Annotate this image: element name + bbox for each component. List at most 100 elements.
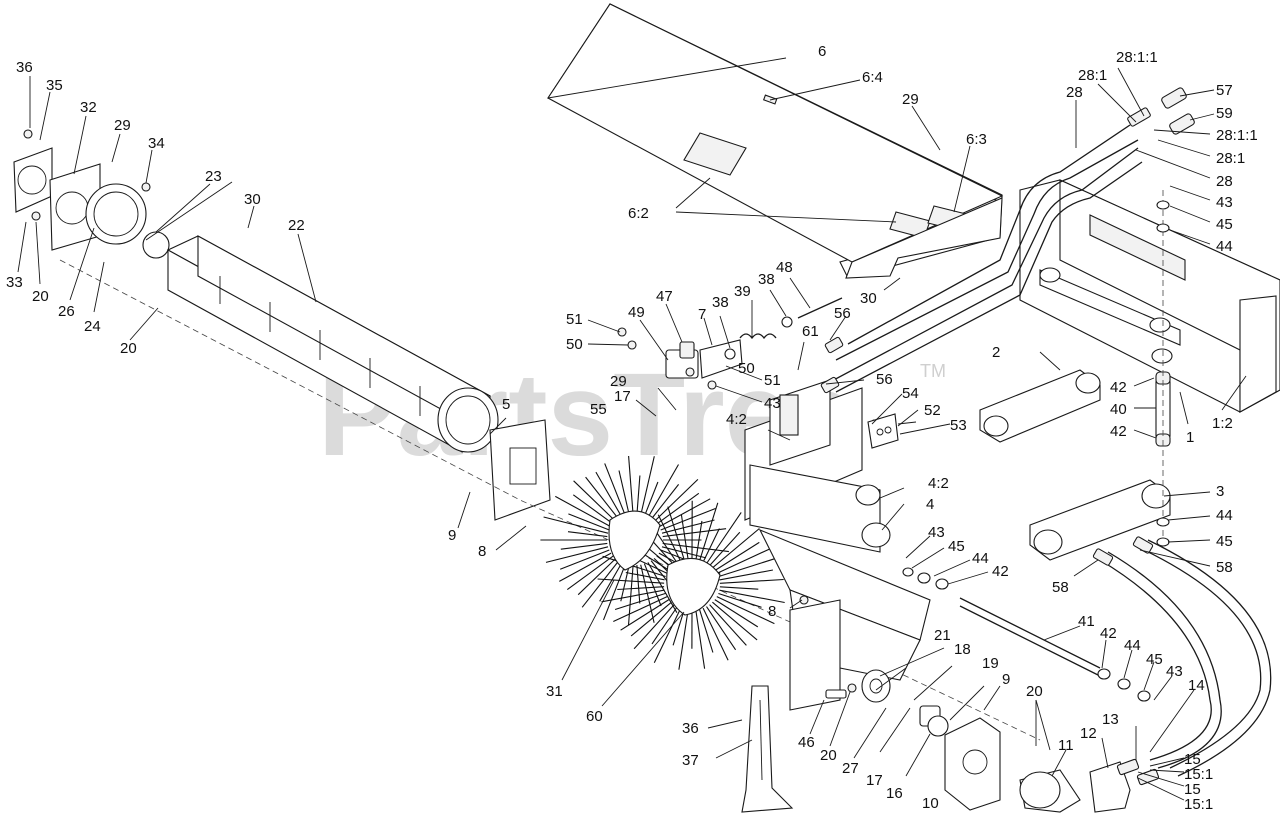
brush-bristle bbox=[712, 601, 758, 641]
lower-arm-bracket bbox=[758, 528, 931, 711]
brush-bristle bbox=[585, 476, 620, 520]
brush-bristle bbox=[662, 542, 729, 553]
callout-28b: 28 bbox=[1216, 173, 1233, 190]
stand-leg bbox=[741, 685, 794, 813]
callout-45d: 45 bbox=[1216, 533, 1233, 550]
callout-43b: 43 bbox=[928, 524, 945, 541]
brush-bristle bbox=[543, 516, 609, 534]
callout-45b: 45 bbox=[1146, 651, 1163, 668]
callout-3: 3 bbox=[1216, 483, 1224, 500]
callout-59: 59 bbox=[1216, 105, 1233, 122]
brush-bristle bbox=[719, 589, 785, 604]
brush-bristle bbox=[702, 607, 729, 661]
brush-bristle bbox=[602, 555, 666, 578]
brush-bristle bbox=[636, 565, 641, 604]
callout-17b: 17 bbox=[866, 772, 883, 789]
callout-20c: 20 bbox=[1026, 683, 1043, 700]
callout-20: 20 bbox=[32, 288, 49, 305]
callout-28-1-1b: 28:1:1 bbox=[1216, 127, 1258, 144]
callout-30b: 30 bbox=[860, 290, 877, 307]
brush-bristle bbox=[718, 558, 775, 578]
brush-bristle bbox=[662, 528, 727, 538]
callout-44c: 44 bbox=[1216, 238, 1233, 255]
callout-48: 48 bbox=[776, 259, 793, 276]
brush-bristle bbox=[695, 609, 706, 669]
brush-bristle bbox=[630, 601, 672, 637]
callout-46: 46 bbox=[798, 734, 815, 751]
brush-bristle bbox=[568, 513, 610, 531]
callout-47: 47 bbox=[656, 288, 673, 305]
callout-17: 17 bbox=[614, 388, 631, 405]
callout-7: 7 bbox=[698, 306, 706, 323]
brush-bristle bbox=[718, 592, 762, 608]
cover-panel bbox=[547, 3, 1004, 279]
brush-bristle bbox=[656, 492, 700, 525]
brush-bristle bbox=[698, 609, 714, 653]
callout-51: 51 bbox=[566, 311, 583, 328]
callout-45c: 45 bbox=[1216, 216, 1233, 233]
callout-1-2: 1:2 bbox=[1212, 415, 1233, 432]
brush-bristle bbox=[599, 562, 623, 602]
callout-39: 39 bbox=[734, 283, 751, 300]
brush-bristle bbox=[653, 607, 682, 663]
brush-bristle bbox=[678, 609, 689, 670]
brush-bristle bbox=[658, 498, 711, 528]
callout-19: 19 bbox=[982, 655, 999, 672]
callout-42d: 42 bbox=[1110, 423, 1127, 440]
callout-28: 28 bbox=[1066, 84, 1083, 101]
callout-45: 45 bbox=[948, 538, 965, 555]
callout-15-1: 15:1 bbox=[1184, 766, 1213, 783]
brush-bristle bbox=[628, 455, 634, 515]
callout-50b: 50 bbox=[738, 360, 755, 377]
pivot-bracket bbox=[744, 379, 893, 553]
callout-15b: 15 bbox=[1184, 781, 1201, 798]
brush-bristle bbox=[714, 541, 760, 571]
brush-bristle bbox=[613, 596, 668, 622]
callout-labels: 36 35 32 29 34 23 30 22 33 20 26 24 20 6… bbox=[6, 43, 1258, 813]
callout-2: 2 bbox=[992, 344, 1000, 361]
hydraulic-hoses bbox=[820, 87, 1272, 786]
callout-56b: 56 bbox=[876, 371, 893, 388]
callout-43d: 43 bbox=[1216, 194, 1233, 211]
callout-12: 12 bbox=[1080, 725, 1097, 742]
brush-bristle bbox=[702, 528, 720, 563]
callout-29c: 29 bbox=[610, 373, 627, 390]
brush-bristle bbox=[716, 548, 771, 574]
bearing-assembly bbox=[825, 669, 949, 737]
callout-36: 36 bbox=[16, 59, 33, 76]
callout-54: 54 bbox=[902, 385, 919, 402]
callout-18: 18 bbox=[954, 641, 971, 658]
brush-bristle bbox=[706, 606, 737, 651]
brush-bristle bbox=[699, 502, 719, 561]
brush-bristle bbox=[667, 506, 686, 561]
brush-bristle bbox=[617, 586, 665, 591]
brush-bristle bbox=[577, 558, 617, 596]
callout-24: 24 bbox=[84, 318, 101, 335]
brush-bristle bbox=[614, 592, 666, 611]
callout-28-1b: 28:1 bbox=[1216, 150, 1245, 167]
callout-37: 37 bbox=[682, 752, 699, 769]
brush-bristle bbox=[719, 569, 774, 581]
brush-bristle bbox=[712, 528, 760, 569]
decal-6-2 bbox=[683, 132, 747, 176]
brush-bristle bbox=[695, 520, 703, 561]
callout-8b: 8 bbox=[768, 603, 776, 620]
brush-bristle bbox=[595, 471, 623, 518]
callout-4-2: 4:2 bbox=[726, 411, 747, 428]
main-hitch-frame bbox=[1019, 179, 1280, 413]
brush-cores bbox=[608, 510, 721, 616]
callout-33: 33 bbox=[6, 274, 23, 291]
callout-40: 40 bbox=[1110, 401, 1127, 418]
callout-4-2b: 4:2 bbox=[928, 475, 949, 492]
brush-bristle bbox=[719, 578, 784, 584]
brush-bristle bbox=[604, 463, 627, 517]
brush-bristle bbox=[661, 519, 715, 534]
callout-32: 32 bbox=[80, 99, 97, 116]
callout-6-2: 6:2 bbox=[628, 205, 649, 222]
brush-bristle bbox=[620, 564, 630, 602]
callout-21: 21 bbox=[934, 627, 951, 644]
callout-27: 27 bbox=[842, 760, 859, 777]
brush-bristle bbox=[647, 464, 679, 518]
brush-bristle bbox=[559, 549, 610, 570]
